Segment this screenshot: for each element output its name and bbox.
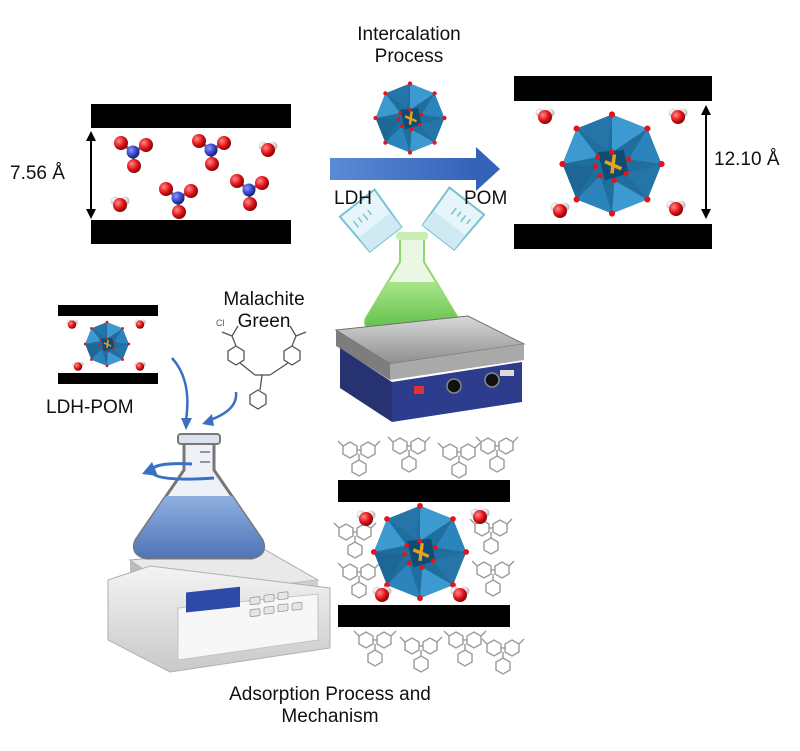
water-molecule-icon: [72, 361, 84, 371]
display-panel: [186, 586, 240, 613]
ldh-layer-top: [514, 76, 712, 101]
water-molecule-icon: [666, 200, 686, 216]
pom-cluster-icon: [557, 109, 667, 219]
ldh-layer-bottom: [338, 605, 510, 627]
ldh-layer-top: [91, 104, 291, 128]
water-molecule-icon: [110, 196, 130, 212]
intercalation-title: Intercalation Process: [336, 24, 482, 68]
pom-cluster-icon: [83, 320, 131, 368]
hotplate-stirrer-icon: [334, 315, 526, 422]
water-molecule-icon: [372, 586, 392, 602]
dye-label-line2: Green: [237, 310, 291, 332]
curved-arrow: [171, 357, 238, 422]
ldh-layer-bottom: [58, 373, 158, 384]
interlayer-spacing-left: 7.56 Å: [10, 163, 65, 184]
nitrate-molecule-icon: [157, 180, 200, 221]
beaker-icon: [421, 186, 486, 252]
interlayer-spacing-arrow: [701, 105, 711, 219]
interlayer-spacing-right: 12.10 Å: [714, 149, 780, 170]
water-molecule-icon: [134, 361, 146, 371]
ldh-layer-top: [338, 480, 510, 502]
arrowhead: [181, 418, 192, 430]
ldh-label: LDH: [334, 188, 373, 209]
dye-label: Malachite Green: [214, 289, 314, 333]
intercalation-title-line1: Intercalation: [357, 24, 461, 45]
pom-label: POM: [464, 188, 508, 209]
malachite-green-structure: Cl: [216, 318, 307, 410]
nitrate-molecule-icon: [228, 172, 271, 213]
adsorption-title-line1: Adsorption Process and: [229, 684, 431, 705]
arrowhead: [202, 414, 214, 426]
interlayer-spacing-arrow: [86, 131, 96, 219]
beaker-icon: [338, 188, 403, 254]
water-molecule-icon: [668, 108, 688, 124]
water-molecule-icon: [134, 319, 146, 329]
ldh-layer-bottom: [514, 224, 712, 249]
pom-cluster-icon: [372, 80, 448, 156]
adsorption-title-line2: Mechanism: [281, 705, 379, 727]
intercalation-title-line2: Process: [374, 45, 444, 67]
water-molecule-icon: [535, 108, 555, 124]
arrowhead: [142, 462, 158, 476]
nitrate-molecule-icon: [112, 134, 155, 175]
svg-text:Cl: Cl: [216, 318, 225, 328]
ldh-layer-top: [58, 305, 158, 316]
ldh-pom-label: LDH-POM: [46, 397, 134, 418]
ldh-nitrate-panel: [86, 104, 291, 244]
pom-cluster-icon: [369, 501, 471, 603]
water-molecule-icon: [550, 202, 570, 218]
ldh-pom-panel: [514, 76, 712, 249]
intercalation-arrow: [330, 147, 500, 191]
water-molecule-icon: [450, 586, 470, 602]
water-molecule-icon: [356, 510, 376, 526]
adsorption-mechanism-panel: [333, 436, 525, 675]
nitrate-molecule-icon: [190, 132, 233, 173]
water-molecule-icon: [258, 141, 278, 157]
dye-label-line1: Malachite: [223, 289, 305, 310]
water-molecule-icon: [66, 319, 78, 329]
flask-icon: [132, 433, 266, 560]
adsorption-title: Adsorption Process and Mechanism: [180, 684, 480, 728]
flask-icon: [364, 232, 460, 331]
ldh-pom-small-panel: [58, 305, 158, 384]
ldh-layer-bottom: [91, 220, 291, 244]
shaker-icon: [107, 547, 331, 673]
